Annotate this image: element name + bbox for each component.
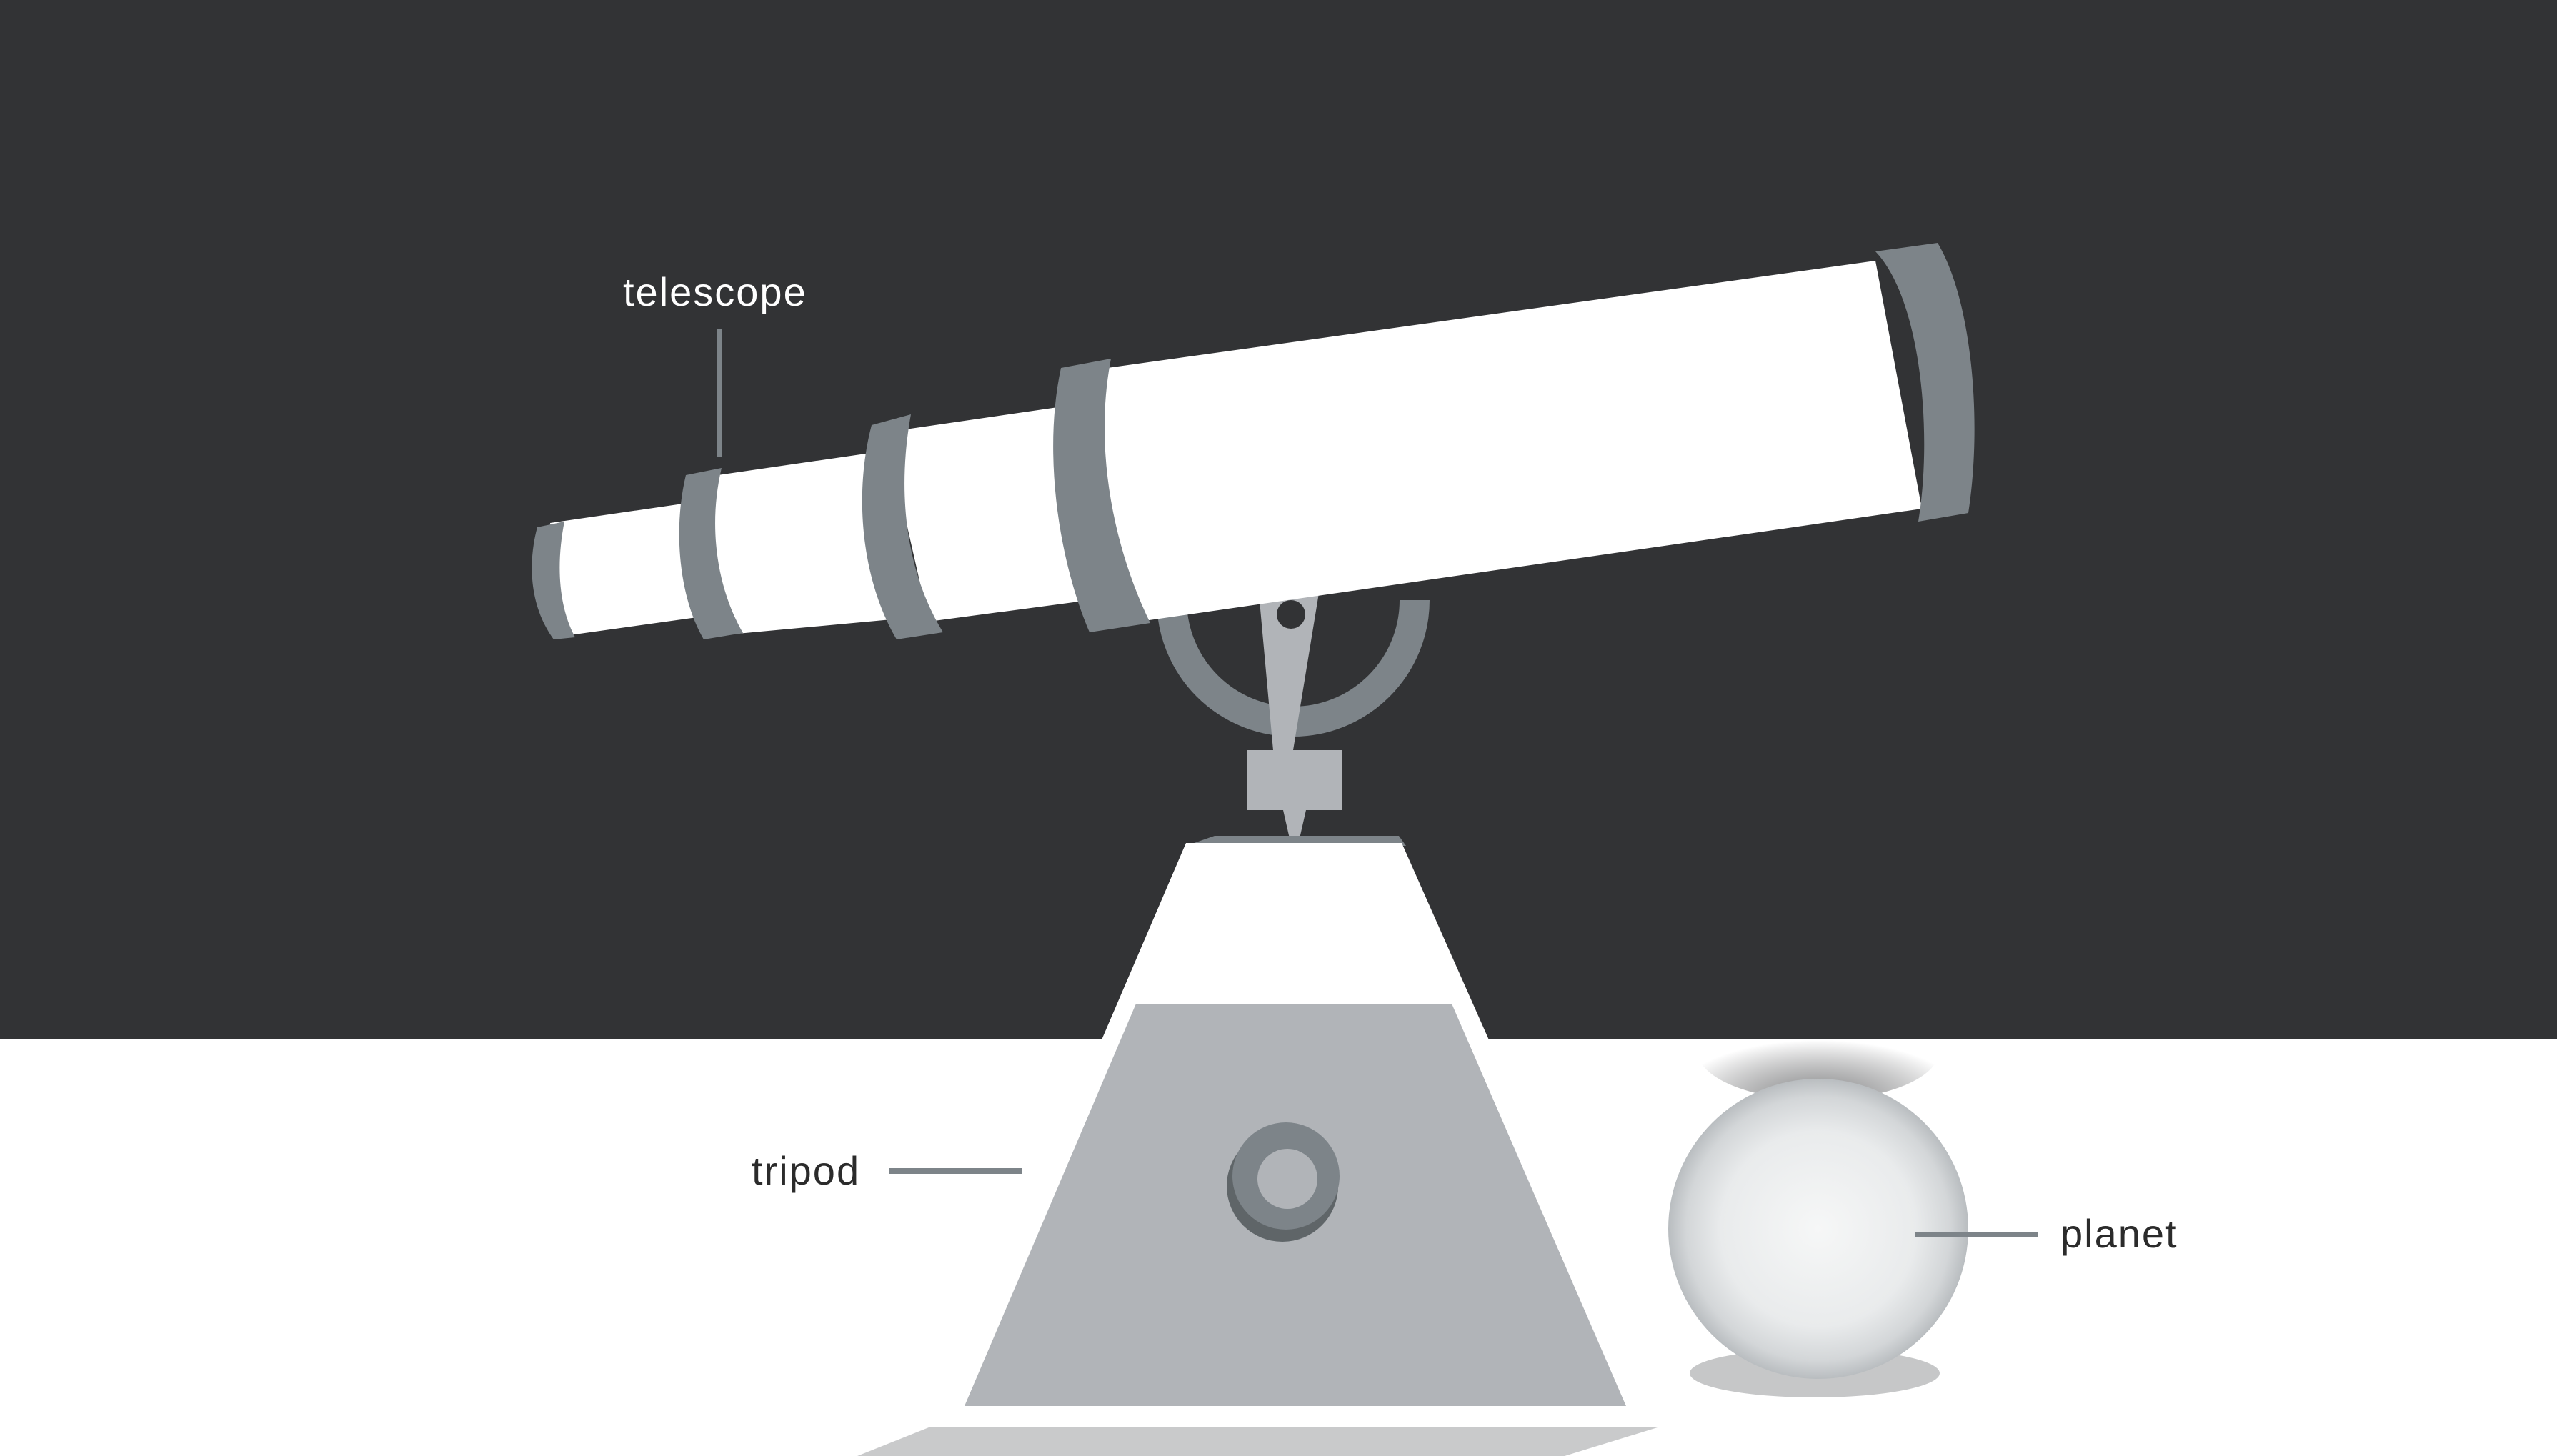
tube-ring-2 bbox=[862, 414, 943, 639]
telescope bbox=[532, 243, 1975, 639]
tripod-knob-hole bbox=[1257, 1149, 1317, 1209]
telescope-label: telescope bbox=[623, 269, 807, 314]
planet-glow bbox=[1697, 1000, 1940, 1100]
eyepiece-ring bbox=[532, 522, 575, 639]
tripod bbox=[965, 843, 1626, 1406]
objective-ring bbox=[1875, 243, 1975, 522]
tube-ring-3 bbox=[1053, 359, 1150, 632]
tube-ring-1 bbox=[679, 468, 743, 639]
mount-pivot bbox=[1277, 600, 1305, 629]
eyepiece-segment bbox=[550, 500, 707, 636]
planet bbox=[1668, 1079, 1968, 1379]
planet-label: planet bbox=[2060, 1211, 2178, 1256]
main-tube bbox=[1072, 261, 1922, 625]
tripod-top bbox=[1100, 843, 1490, 1043]
tube-segment-2 bbox=[886, 404, 1100, 622]
tripod-shadow bbox=[857, 1427, 1658, 1456]
tube-segment-1 bbox=[693, 449, 914, 636]
tripod-label: tripod bbox=[752, 1148, 860, 1193]
